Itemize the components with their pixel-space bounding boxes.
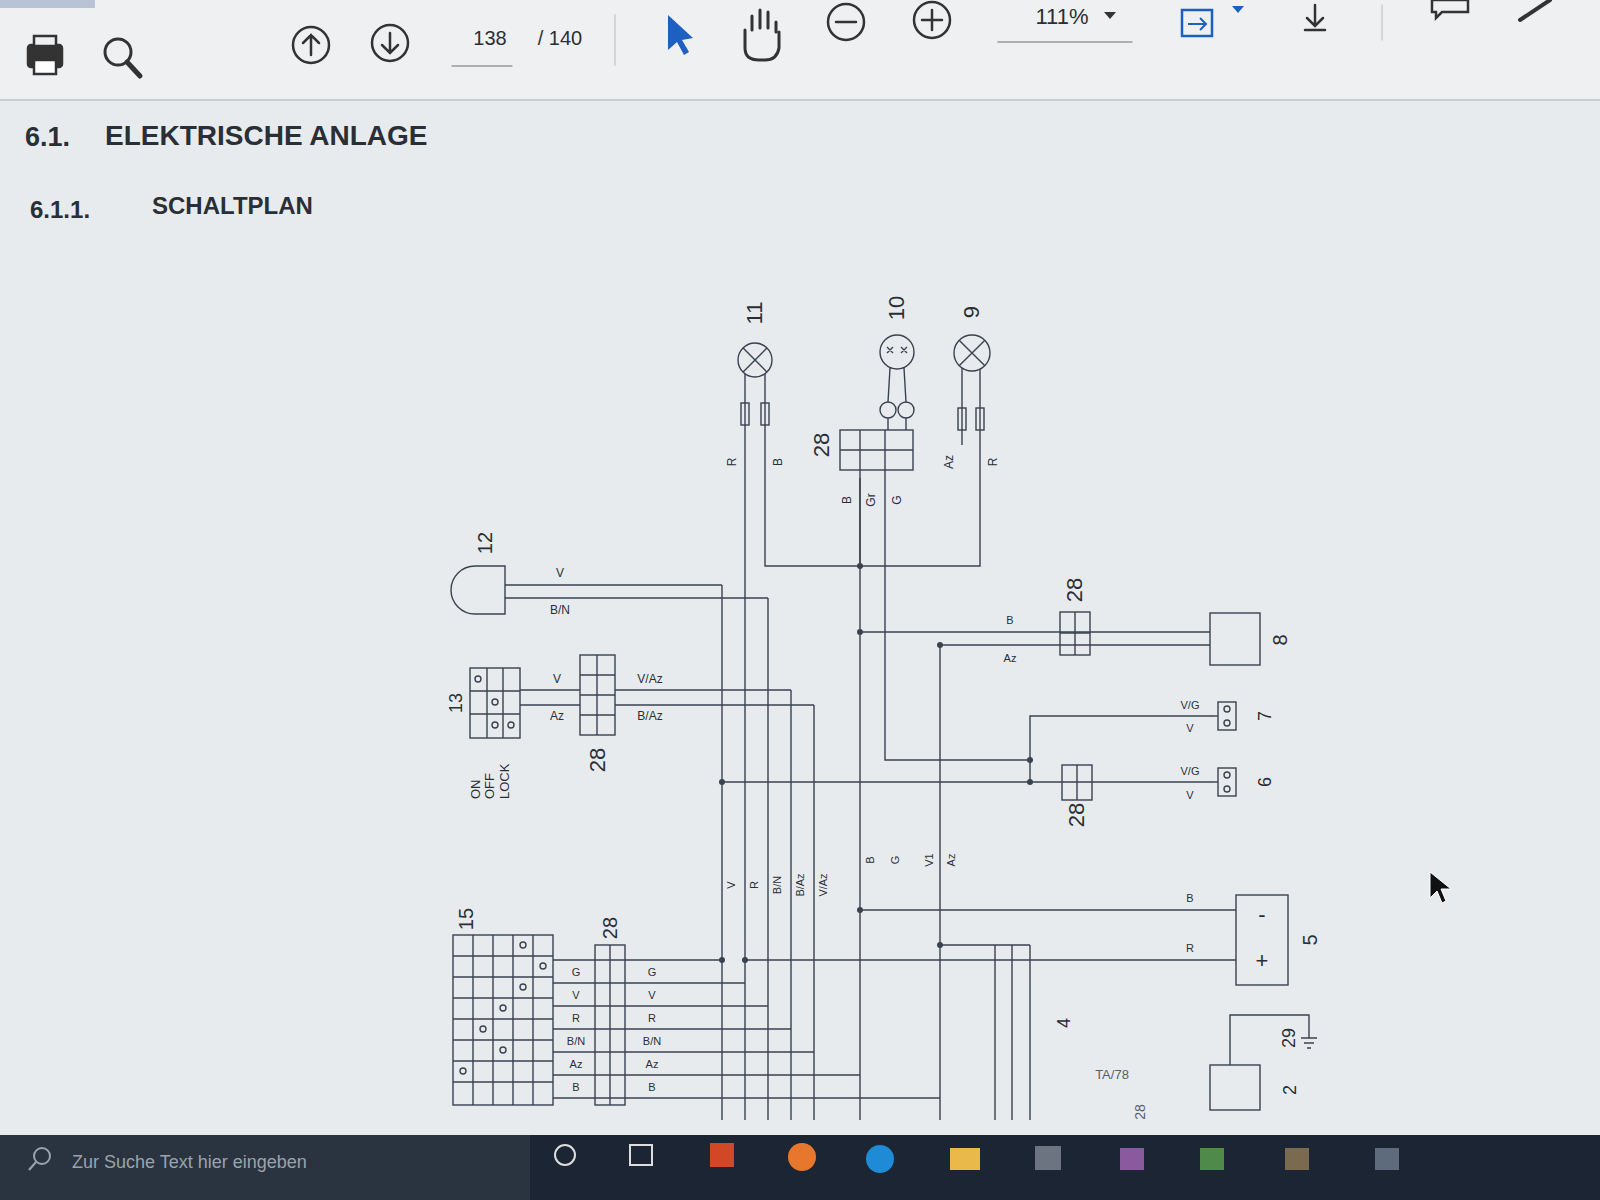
wire-code: V [571, 988, 580, 1001]
callout-number: 7 [1255, 711, 1276, 721]
callout-number: 10 [884, 296, 909, 320]
page-heading: ELEKTRISCHE ANLAGE [105, 120, 428, 152]
wire-code: R [748, 880, 761, 890]
component-node: 8 [1205, 605, 1295, 675]
callout-number: - [1258, 902, 1265, 927]
component-symbol [448, 905, 560, 1110]
wire-code: B [841, 495, 855, 505]
wire-code: V/G [1180, 765, 1201, 778]
wire-code: B/Az [794, 872, 807, 897]
wire-connector [860, 445, 980, 566]
callout-number: 11 [742, 302, 767, 325]
callout-number: 12 [474, 532, 497, 554]
callout-number: 5 [1299, 934, 1322, 945]
wire-code: G [891, 494, 905, 505]
wire-code: Az [945, 853, 958, 868]
component-node: 13 ON OFF LOCK [445, 668, 535, 808]
wire-code: B [1185, 892, 1194, 905]
component-node: 29 [1275, 1018, 1320, 1058]
wire-code: Az [943, 454, 957, 470]
component-node: 10 [838, 290, 920, 478]
component-node: 15 [448, 905, 560, 1110]
sub-heading: SCHALTPLAN [152, 192, 313, 220]
wire-code: R [571, 1011, 581, 1024]
wire-code: B [647, 1080, 656, 1093]
wire-code: B/N [642, 1034, 662, 1047]
wire-code: R [987, 457, 1001, 468]
component-node: 2 [1205, 1060, 1310, 1118]
callout-number: 8 [1269, 634, 1292, 645]
wire-code: R [1185, 942, 1195, 955]
heading-number: 6.1. [25, 122, 70, 153]
callout-number: 29 [1279, 1028, 1300, 1048]
wire-code: V/Az [636, 673, 663, 687]
wire-code: B [1005, 614, 1014, 627]
callout-number: 2 [1280, 1085, 1301, 1095]
wire-code: Az [569, 1057, 584, 1070]
wire-code: V1 [923, 852, 936, 867]
wire-code: Az [645, 1057, 660, 1070]
heading-number: 6.1.1. [30, 196, 90, 224]
wire-code: V [725, 880, 738, 889]
wire-code: V [552, 673, 562, 687]
wire-code: V [1185, 789, 1194, 802]
callout-number: 15 [455, 908, 478, 930]
wire-code: B [772, 457, 786, 467]
wire-code: G [889, 855, 902, 866]
connector-number: 28 [1132, 1103, 1148, 1121]
wire-code: B [571, 1080, 580, 1093]
callout-number: 6 [1255, 777, 1276, 787]
wire-code: V/G [1180, 699, 1201, 712]
component-node: 7 [1215, 698, 1285, 734]
connector-number: 28 [809, 432, 834, 458]
wire-code: R [726, 457, 740, 468]
callout-number: 9 [959, 306, 984, 318]
component-node: 11 [730, 295, 780, 440]
component-symbol [948, 298, 995, 445]
search-placeholder: Zur Suche Text hier eingeben [72, 1152, 307, 1173]
wire-code: Gr [865, 492, 879, 507]
wire-code: Az [1003, 652, 1018, 665]
wire-code: G [571, 965, 582, 978]
drawing-code: TA/78 [1094, 1068, 1130, 1083]
callout-number: 13 [446, 693, 467, 713]
component-node: 5 - + [1228, 885, 1328, 995]
page-count: / 140 [538, 27, 582, 50]
wire-code: V/Az [817, 872, 830, 897]
component-node: 6 [1215, 764, 1285, 800]
wire-code: B/N [566, 1034, 586, 1047]
component-node: 12 [445, 530, 540, 616]
component-node: 9 [948, 298, 995, 445]
wire-connector [765, 440, 860, 566]
zoom-level: 111% [1035, 4, 1088, 29]
connector-number: 28 [1062, 577, 1087, 603]
wire-code: V [647, 988, 656, 1001]
callout-number: + [1256, 948, 1269, 973]
wire-code: B/N [771, 875, 784, 895]
wire-code: B/Az [636, 710, 663, 724]
callout-number: ON OFF LOCK [469, 753, 512, 799]
callout-number: 4 [1054, 1018, 1075, 1028]
wire-code: G [647, 965, 658, 978]
connector-number: 28 [599, 916, 622, 940]
wire-code: V [555, 567, 565, 581]
wire-connector [1030, 716, 1215, 782]
page-number: 138 [473, 27, 506, 50]
component-node: 4 [1048, 1005, 1080, 1041]
connector-number: 28 [1064, 802, 1089, 828]
wire-code: B/N [549, 604, 571, 618]
wire-code: Az [549, 710, 565, 724]
wire-code: B [864, 855, 877, 864]
wire-code: V [1185, 722, 1194, 735]
connector-number: 28 [585, 747, 610, 773]
wire-code: R [647, 1011, 657, 1024]
